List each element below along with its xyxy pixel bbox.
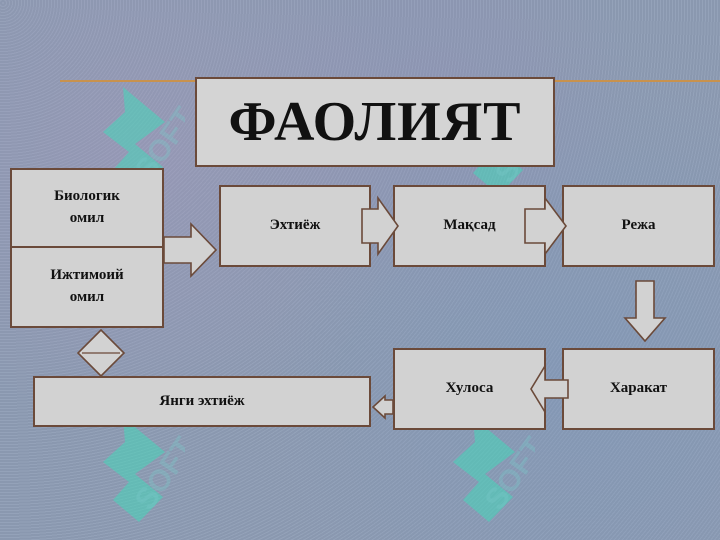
step-conclusion-label: Хулоса (445, 380, 494, 397)
step-new-need-box: Янги эхтиёж (33, 376, 371, 427)
step-action-box: Харакат (562, 348, 715, 430)
step-plan-box: Режа (562, 185, 715, 267)
watermark-logo: SOFT (453, 417, 535, 522)
factor-social-label: Ижтимоий омил (50, 267, 124, 305)
diagram-title: ФАОЛИЯТ (195, 77, 555, 167)
arrow-goal-to-plan (524, 195, 567, 257)
factor-biological-label: Биологик омил (54, 188, 120, 226)
arrow-need-to-goal (361, 195, 399, 257)
arrow-factors-to-need (163, 222, 218, 278)
factor-social-box: Ижтимоий омил (10, 246, 164, 328)
step-goal-box: Мақсад (393, 185, 546, 267)
arrow-plan-to-action (623, 280, 667, 343)
watermark-logo: SOFT (103, 417, 185, 522)
step-plan-label: Режа (621, 217, 656, 234)
step-new-need-label: Янги эхтиёж (159, 392, 245, 409)
step-conclusion-box: Хулоса (393, 348, 546, 430)
step-need-box: Эхтиёж (219, 185, 371, 267)
step-goal-label: Мақсад (443, 217, 496, 234)
step-action-label: Харакат (609, 380, 668, 397)
arrow-conclusion-to-new-need (371, 394, 394, 420)
factor-biological-box: Биологик омил (10, 168, 164, 248)
step-need-label: Эхтиёж (269, 217, 321, 234)
arrow-action-to-conclusion (530, 363, 569, 415)
